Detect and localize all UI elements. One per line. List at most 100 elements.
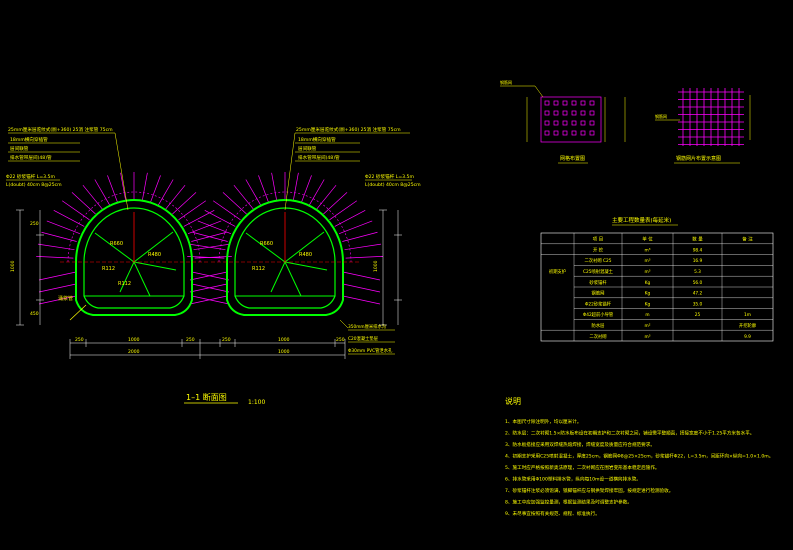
callout-right-2: 18mm横向穿插管 <box>298 136 336 143</box>
anchor-bolt <box>308 179 325 206</box>
grid-cell <box>571 120 577 126</box>
table-cell: 防水层 <box>592 322 606 329</box>
label-r4: R112 <box>118 281 131 287</box>
tunnel-right-outer-lining <box>226 199 344 316</box>
excavation-line <box>67 191 201 263</box>
anchor-bolt <box>172 192 197 215</box>
table-cell: 47.2 <box>693 291 703 297</box>
grid-cell <box>571 130 577 136</box>
table-cell: 初期支护 <box>549 268 566 275</box>
anchor-bolt <box>338 220 373 235</box>
table-cell: 16.9 <box>693 258 703 264</box>
anchor-bolt <box>342 295 381 305</box>
side-left-note: Φ22 砂浆锚杆 L=3.5m <box>6 173 55 180</box>
anchor-bolt <box>316 184 337 210</box>
table-cell: Kg <box>645 301 651 307</box>
label-r2: R480 <box>148 252 161 258</box>
side-left-note2: L(doubt) 40cm 8@25cm <box>6 182 62 188</box>
table-cell: 二次衬砌 C25 <box>584 257 611 264</box>
dim-bl-3: 250 <box>186 337 195 343</box>
table-grid <box>540 232 774 342</box>
anchor-bolt <box>37 243 75 251</box>
anchor-bolt <box>150 175 161 203</box>
table-cell: 35.0 <box>693 301 703 307</box>
table-cell: m³ <box>645 269 651 275</box>
anchor-bolt <box>329 200 358 221</box>
label-r1: R660 <box>110 241 123 247</box>
note-item: 7、砂浆锚杆注浆必须饱满，锁脚锚杆应与钢拱架焊接牢固，按规定进行检测验收。 <box>505 487 673 494</box>
table-header: 单 位 <box>642 236 653 243</box>
label-grout: 涌浆管 <box>58 295 73 302</box>
table-cell: Kg <box>645 280 651 286</box>
table-cell: 开 挖 <box>593 246 604 253</box>
dim-bl-1: 250 <box>75 337 84 343</box>
anchor-bolt <box>271 172 278 201</box>
dim-br-3: 250 <box>336 337 345 343</box>
anchor-bolt <box>71 192 96 215</box>
anchor-bolt <box>187 255 225 259</box>
detail-left-caption: 网格布置图 <box>560 155 585 162</box>
table-cell: 56.0 <box>693 280 703 286</box>
radius-line <box>245 232 286 263</box>
grid-cell <box>589 130 595 136</box>
anchor-bolt <box>301 175 312 203</box>
radius-line <box>270 261 286 293</box>
dim-h-2: 250 <box>30 221 39 227</box>
bottom-note-2: C20混凝土垫层 <box>348 335 379 342</box>
note-item: 6、排水管采用Φ100塑料排水管，纵向每10m设一道横向排水管。 <box>505 476 641 483</box>
dim-h-4: 1000 <box>373 260 379 272</box>
label-r3: R112 <box>252 266 265 272</box>
grid-cell <box>571 110 577 116</box>
callout-left-3: 层间联管 <box>10 145 29 152</box>
anchor-bolt <box>258 175 269 203</box>
note-item: 3、防水板搭接应采用双焊缝热熔焊接，焊缝宽度及质量应符合规范要求。 <box>505 441 655 448</box>
anchor-bolt <box>194 255 232 259</box>
table-cell: m³ <box>645 258 651 264</box>
table-header: 备 注 <box>742 236 753 243</box>
detail-right-note: 钢筋网 <box>655 113 667 119</box>
grid-cell <box>544 110 550 116</box>
anchor-bolt <box>94 179 111 206</box>
notes-heading: 说明 <box>505 396 521 406</box>
anchor-bolt <box>342 271 381 281</box>
radius-line <box>133 261 177 271</box>
side-right-note: Φ22 砂浆锚杆 L=3.5m <box>365 173 414 180</box>
anchor-bolt <box>342 283 381 293</box>
radius-line <box>119 261 135 293</box>
table-cell: C25喷射混凝土 <box>583 268 614 275</box>
grid-cell <box>544 130 550 136</box>
detail-left-note: 钢筋网 <box>500 79 512 85</box>
table-cell: 二次衬砌 <box>589 333 606 340</box>
radius-line <box>94 232 135 263</box>
callout-left-4: 排水管带层间(48)管 <box>10 154 52 161</box>
anchor-bolt <box>41 231 77 242</box>
side-right-note2: L(doubt) 40cm 8@25cm <box>365 182 421 188</box>
grid-cell <box>544 100 550 106</box>
bottom-note-3: Φ30mm PVC管泄水孔 <box>348 347 393 354</box>
anchor-bolt <box>191 295 230 305</box>
grid-cell <box>580 120 586 126</box>
grid-cell <box>589 110 595 116</box>
callout-left-1: 25mm厘米层驼纹式(厠+360) 25消 注浆管 75cm <box>8 126 113 133</box>
grid-cell <box>571 100 577 106</box>
tunnel-right: R660 R480 R112 <box>211 199 359 316</box>
radius-line <box>284 261 328 271</box>
grid-cell <box>589 120 595 126</box>
callouts-left: 25mm厘米层驼纹式(厠+360) 25消 注浆管 75cm 18mm横向穿插管… <box>6 126 129 211</box>
label-r3: R112 <box>102 266 115 272</box>
anchor-bolt <box>197 220 232 235</box>
anchor-bolt <box>178 200 207 221</box>
note-item: 1、本图尺寸除注明外，均以厘米计。 <box>505 418 581 425</box>
tunnel-right-inner-lining <box>234 207 336 309</box>
dimension-labels: 250 1000 250 250 1000 250 2000 1000 1000… <box>10 221 379 355</box>
dim-total-1: 2000 <box>128 349 140 355</box>
grid-cell <box>553 110 559 116</box>
anchor-bolt <box>188 243 226 251</box>
excavation-line <box>218 191 352 263</box>
note-item: 5、施工时应严格按照新奥法原理，二次衬砌应在围岩变形基本稳定后施作。 <box>505 464 660 471</box>
table-cell: m² <box>645 324 651 329</box>
detail-left-grid <box>526 96 626 143</box>
